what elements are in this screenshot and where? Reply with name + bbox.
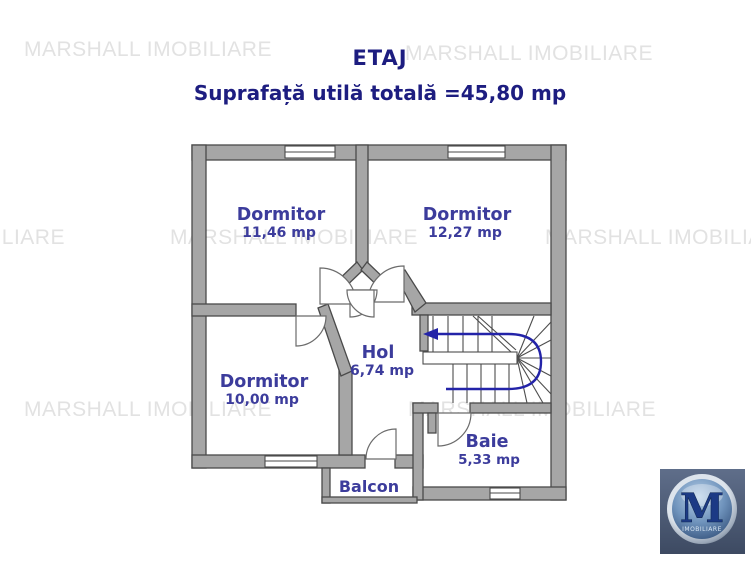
logo: M IMOBILIARE	[660, 469, 745, 554]
watermark: MARSHALL IMOBILIARE	[0, 226, 65, 249]
room-label-dormitor3: Dormitor	[220, 372, 309, 392]
stairs-direction-arrow	[423, 328, 543, 391]
watermark: MARSHALL IMOBILIARE	[545, 226, 751, 249]
page-subtitle: Suprafață utilă totală =45,80 mp	[193, 81, 567, 105]
room-area-dormitor2: 12,27 mp	[428, 225, 502, 241]
logo-caption: IMOBILIARE	[682, 526, 722, 533]
room-label-balcon: Balcon	[339, 477, 399, 496]
windows	[264, 145, 521, 500]
watermark: MARSHALL IMOBILIARE	[24, 38, 272, 61]
door-arcs	[295, 265, 472, 460]
page-title: ETAJ	[352, 46, 408, 70]
staircase	[422, 315, 552, 404]
room-area-dormitor1: 11,46 mp	[242, 225, 316, 241]
room-area-dormitor3: 10,00 mp	[225, 392, 299, 408]
logo-sphere	[660, 469, 745, 554]
room-area-baie: 5,33 mp	[458, 452, 520, 468]
logo-letter: M	[680, 485, 724, 532]
room-label-dormitor2: Dormitor	[423, 205, 512, 225]
room-area-hol: 6,74 mp	[350, 363, 414, 379]
room-labels: Dormitor 11,46 mp Dormitor 12,27 mp Dorm…	[220, 205, 520, 496]
room-label-dormitor1: Dormitor	[237, 205, 326, 225]
watermark: MARSHALL IMOBILIARE	[24, 398, 272, 421]
watermark: MARSHALL IMOBILIARE	[405, 42, 653, 65]
room-label-hol: Hol	[362, 343, 395, 363]
room-label-baie: Baie	[465, 432, 508, 452]
